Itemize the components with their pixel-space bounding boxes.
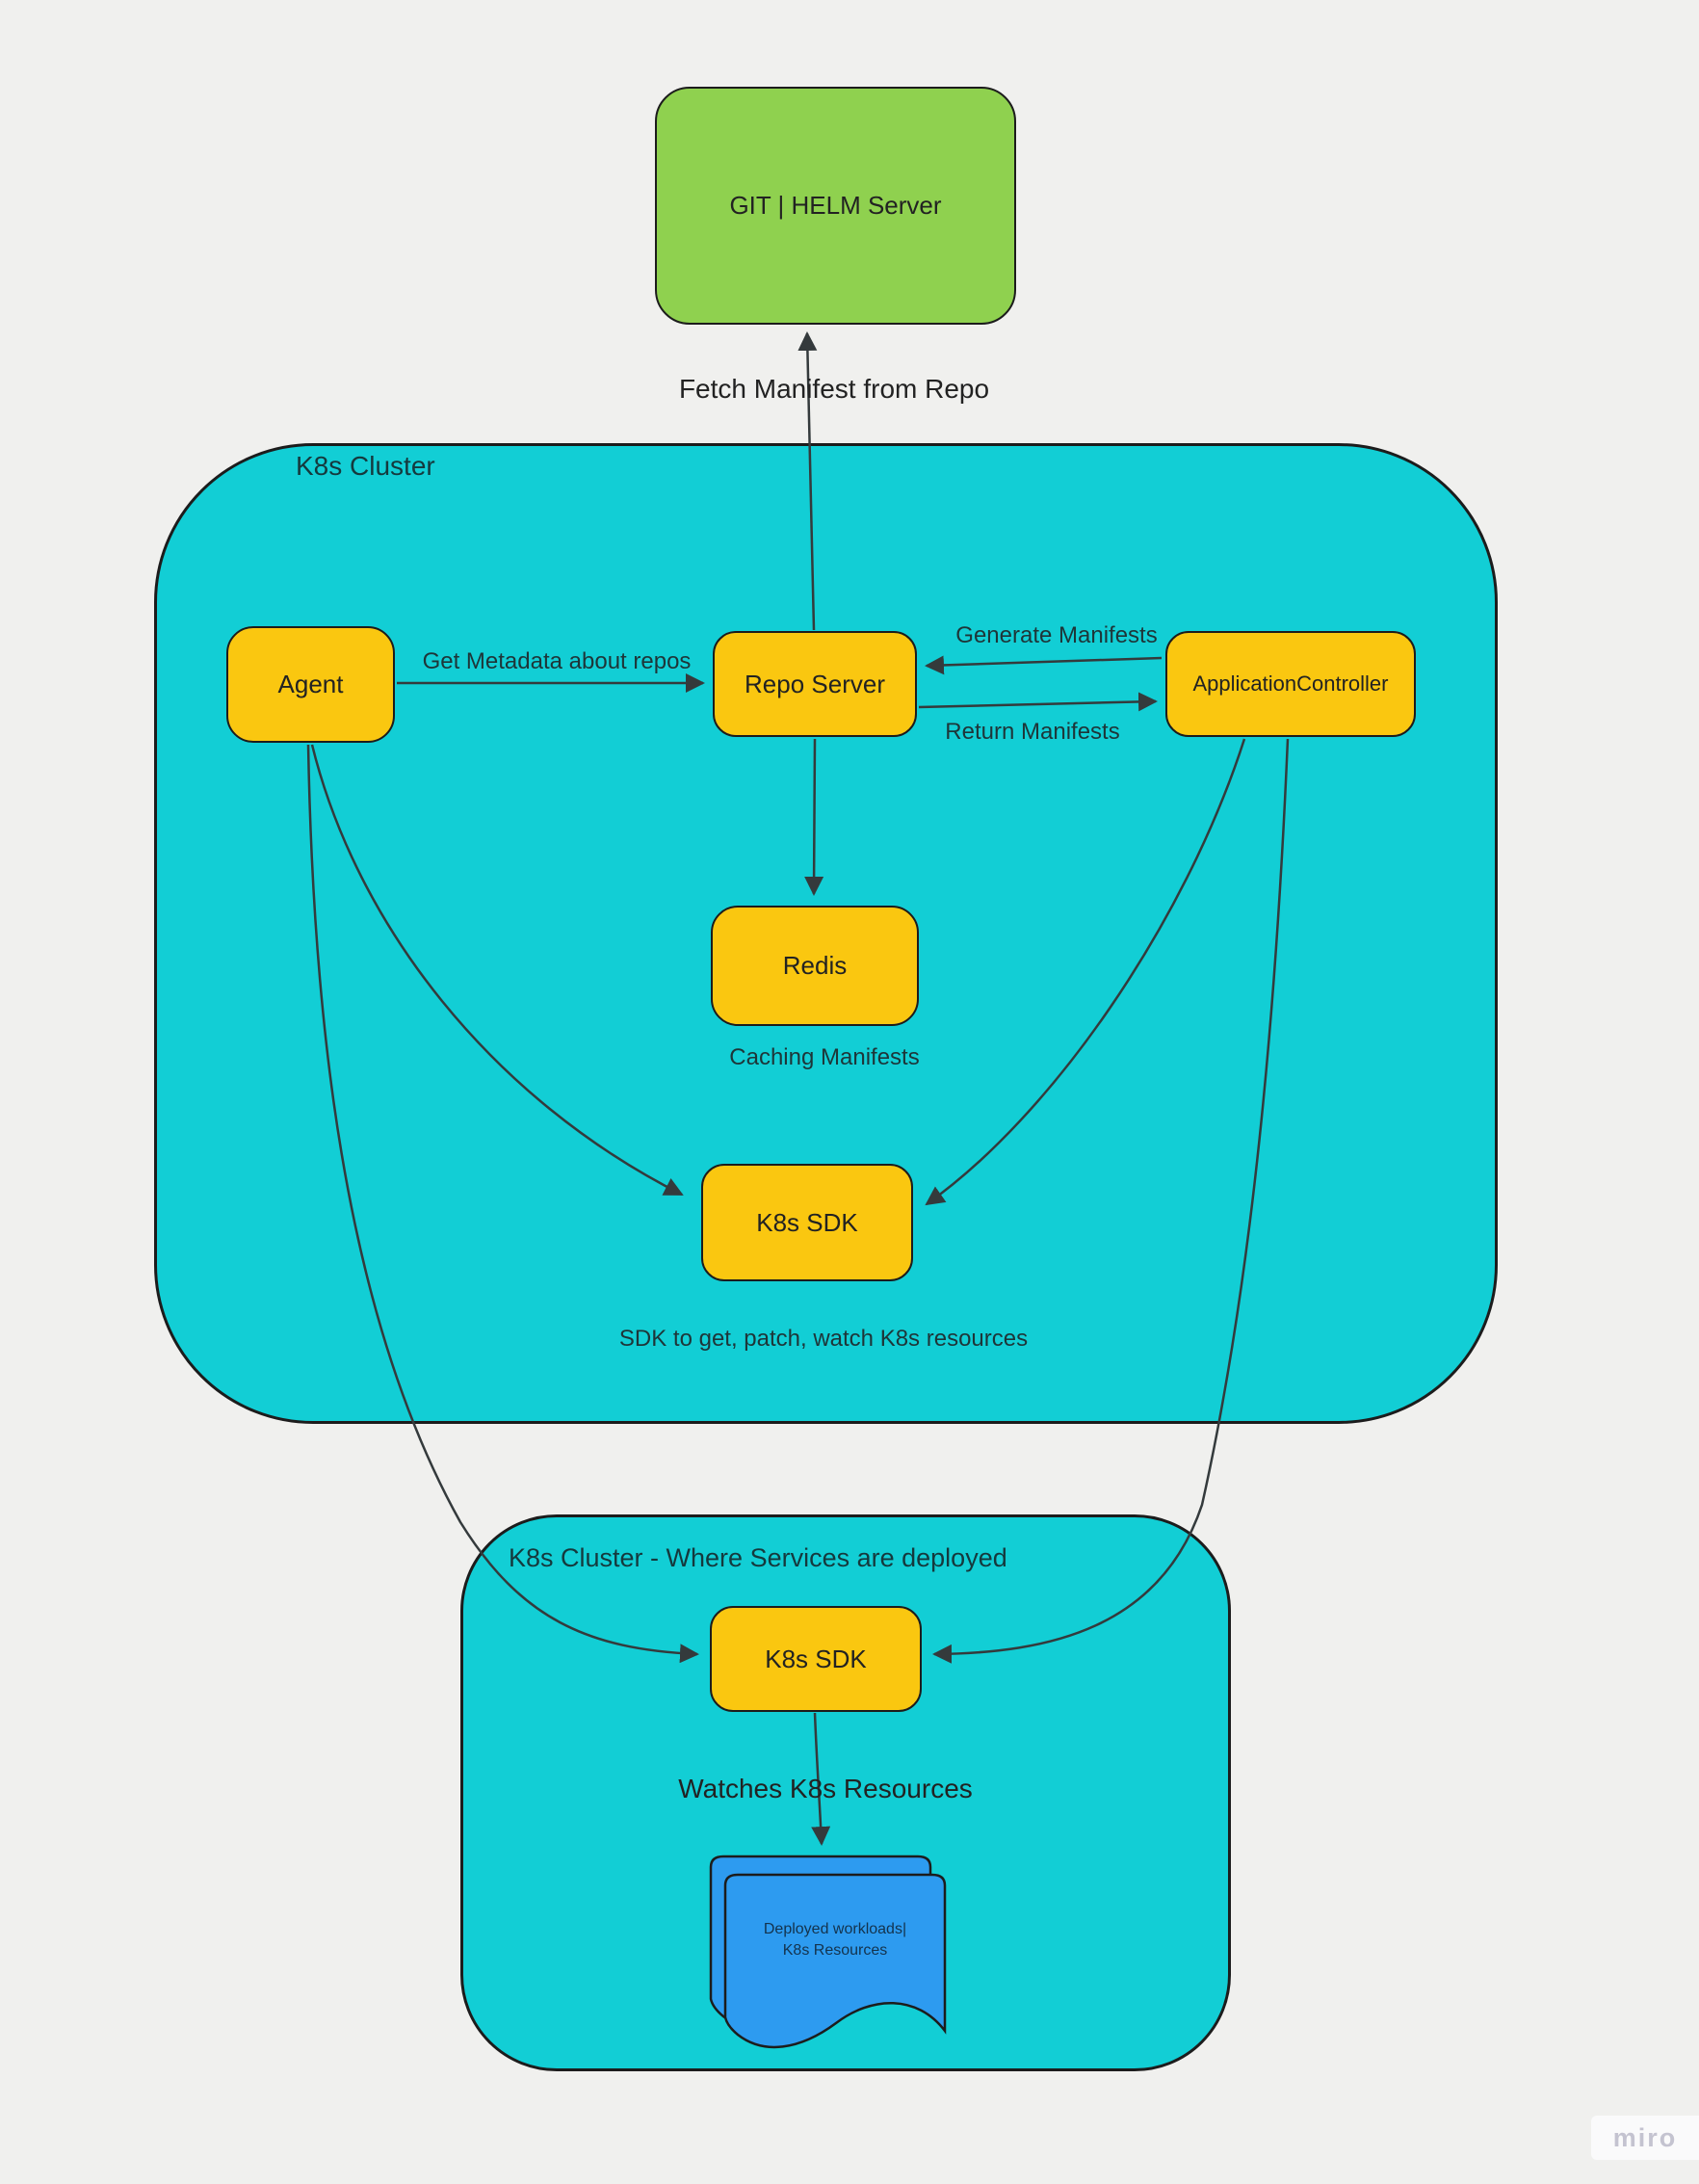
node-redis-label: Redis — [782, 951, 848, 980]
document-workloads-line2: K8s Resources — [782, 1942, 888, 1959]
miro-watermark[interactable]: miro — [1591, 2116, 1699, 2160]
document-workloads-label: Deployed workloads| K8s Resources — [734, 1919, 936, 1961]
label-get-metadata: Get Metadata about repos — [422, 648, 692, 674]
connector-repo-to-git[interactable] — [797, 331, 818, 631]
node-application-controller-label: ApplicationController — [1192, 671, 1389, 696]
connector-agent-to-sdk-deploy[interactable] — [306, 744, 699, 1664]
node-repo-server[interactable]: Repo Server — [713, 631, 917, 737]
connector-repo-to-appctrl[interactable] — [918, 692, 1158, 712]
cluster-k8s-control-title: K8s Cluster — [296, 451, 435, 481]
label-generate-manifests: Generate Manifests — [955, 622, 1158, 648]
label-caching-manifests: Caching Manifests — [729, 1044, 920, 1070]
label-fetch-manifest: Fetch Manifest from Repo — [678, 374, 990, 404]
connector-appctrl-to-sdk-control[interactable] — [925, 738, 1246, 1206]
cluster-k8s-deploy-title: K8s Cluster - Where Services are deploye… — [509, 1543, 1007, 1572]
label-sdk-description: SDK to get, patch, watch K8s resources — [618, 1326, 1029, 1352]
node-agent[interactable]: Agent — [226, 626, 395, 743]
node-agent-label: Agent — [277, 670, 344, 698]
label-watches-resources: Watches K8s Resources — [678, 1774, 973, 1803]
document-front-page[interactable] — [723, 1873, 947, 2049]
label-return-manifests: Return Manifests — [945, 719, 1120, 745]
node-repo-server-label: Repo Server — [745, 669, 885, 698]
connector-agent-to-sdk-control[interactable] — [310, 744, 684, 1197]
node-k8s-sdk-control-label: K8s SDK — [756, 1207, 858, 1237]
document-workloads-line1: Deployed workloads| — [763, 1921, 907, 1937]
miro-watermark-text: miro — [1612, 2122, 1678, 2152]
node-git-helm-server-label: GIT | HELM Server — [729, 191, 942, 220]
node-k8s-sdk-control[interactable]: K8s SDK — [701, 1164, 913, 1281]
node-k8s-sdk-deploy-label: K8s SDK — [765, 1644, 867, 1673]
node-git-helm-server[interactable]: GIT | HELM Server — [655, 87, 1016, 325]
connector-repo-to-redis[interactable] — [804, 738, 824, 896]
connector-appctrl-to-sdk-deploy[interactable] — [932, 738, 1290, 1664]
node-k8s-sdk-deploy[interactable]: K8s SDK — [710, 1606, 922, 1712]
connector-sdk-to-workloads[interactable] — [811, 1712, 831, 1846]
node-redis[interactable]: Redis — [711, 906, 919, 1026]
connector-appctrl-to-repo[interactable] — [925, 655, 1163, 675]
node-application-controller[interactable]: ApplicationController — [1165, 631, 1416, 737]
